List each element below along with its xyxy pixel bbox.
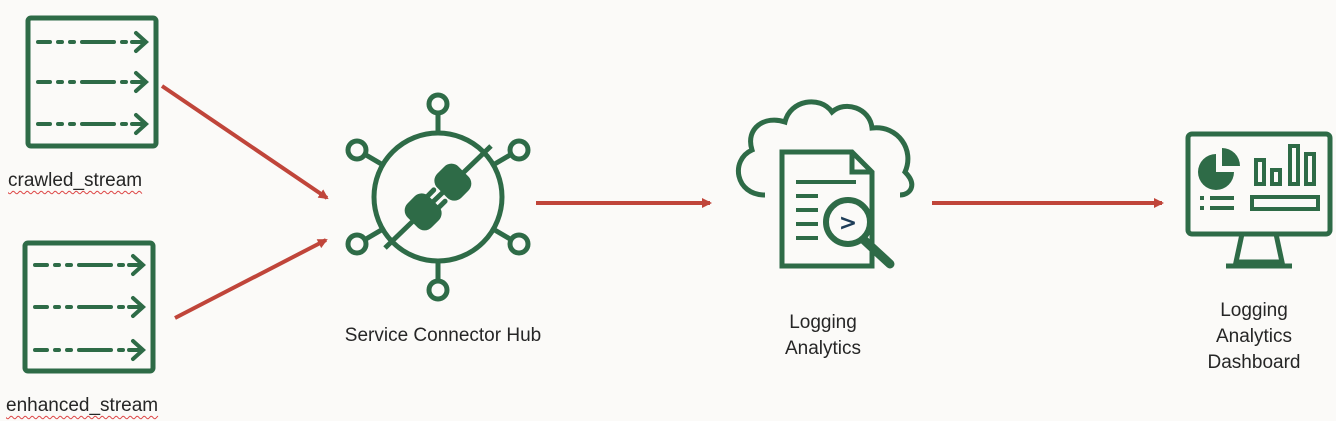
enhanced-stream-label: enhanced_stream	[6, 395, 159, 416]
cloud-log-search-icon: >	[735, 99, 915, 269]
svg-text:>: >	[839, 211, 857, 236]
logging-analytics-dashboard-label: Logging Analytics Dashboard	[1190, 298, 1318, 376]
plug-connector-icon	[345, 92, 531, 302]
enhanced-stream-icon	[22, 240, 156, 374]
monitor-dashboard-icon	[1185, 131, 1333, 269]
logging-analytics-label-line2: Analytics	[784, 338, 862, 359]
logging-analytics-label-line1: Logging	[789, 312, 857, 333]
crawled-stream-icon	[25, 15, 159, 149]
arrow-enhanced-to-hub	[174, 238, 328, 320]
arrow-crawled-to-hub	[160, 84, 329, 200]
dashboard-label-line3: Dashboard	[1207, 352, 1301, 373]
dashboard-label-line1: Logging	[1220, 300, 1288, 321]
logging-analytics-label: Logging Analytics	[760, 310, 886, 362]
service-connector-hub-label: Service Connector Hub	[344, 325, 542, 346]
dashboard-label-line2: Analytics	[1215, 326, 1293, 347]
crawled-stream-label: crawled_stream	[8, 170, 143, 191]
